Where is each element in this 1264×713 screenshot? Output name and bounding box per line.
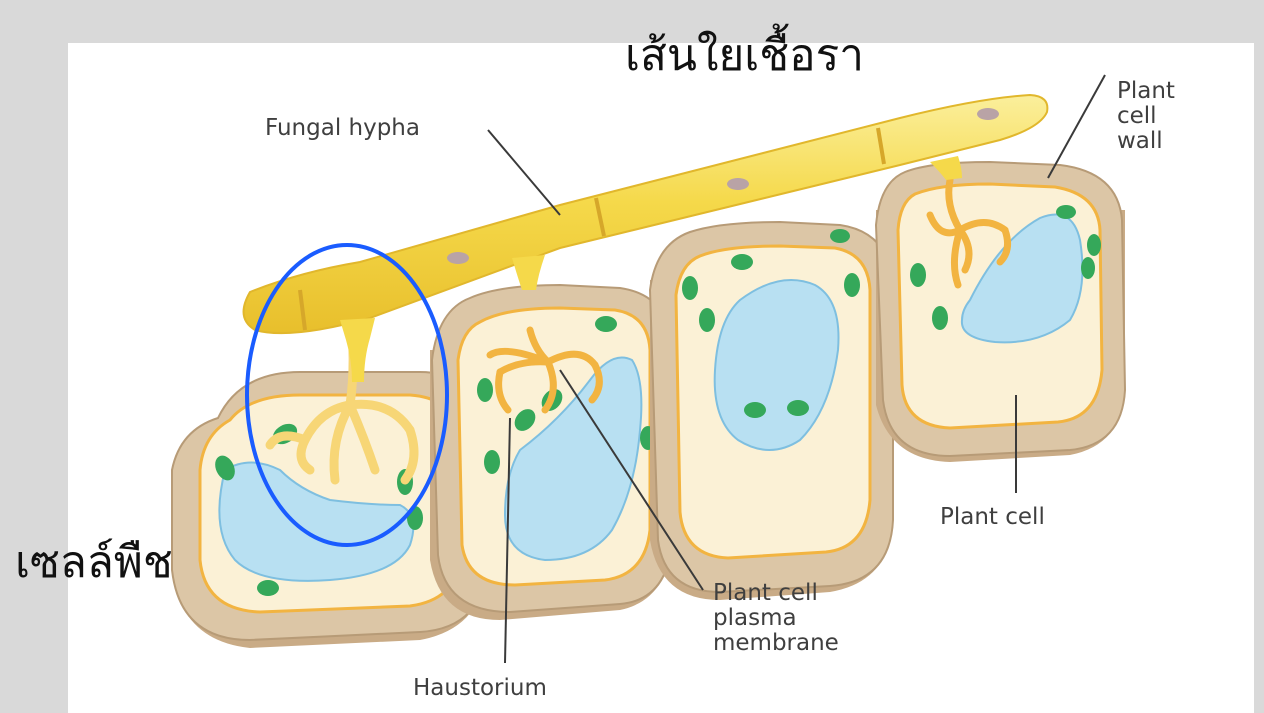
chloroplast: [1081, 257, 1095, 279]
label-line: cell: [1117, 104, 1175, 129]
chloroplast: [844, 273, 860, 297]
label-line: wall: [1117, 129, 1175, 154]
chloroplast: [830, 229, 850, 243]
chloroplast: [682, 276, 698, 300]
plant-cell-2: [430, 285, 672, 620]
plant-cell-4: [876, 162, 1125, 462]
chloroplast: [744, 402, 766, 418]
label-haustorium: Haustorium: [413, 676, 547, 701]
label-plant-cell-wall: Plant cell wall: [1117, 79, 1175, 153]
chloroplast: [1087, 234, 1101, 256]
label-line: membrane: [713, 631, 839, 656]
chloroplast: [484, 450, 500, 474]
chloroplast: [932, 306, 948, 330]
nucleus: [447, 252, 469, 264]
hypha-thai-title: เส้นใยเชื้อรา: [625, 34, 864, 78]
leader-fungal-hypha: [488, 130, 560, 215]
chloroplast: [787, 400, 809, 416]
chloroplast: [910, 263, 926, 287]
label-fungal-hypha: Fungal hypha: [265, 116, 420, 141]
plant-cell-thai-title: เซลล์พืช: [15, 541, 173, 585]
chloroplast: [257, 580, 279, 596]
nucleus: [977, 108, 999, 120]
chloroplast: [477, 378, 493, 402]
plant-cell-3: [650, 222, 893, 600]
label-line: plasma: [713, 606, 839, 631]
label-plasma-membrane: Plant cell plasma membrane: [713, 581, 839, 655]
chloroplast: [731, 254, 753, 270]
chloroplast: [595, 316, 617, 332]
chloroplast: [699, 308, 715, 332]
leader-plant-cell-wall: [1048, 75, 1105, 178]
nucleus: [727, 178, 749, 190]
chloroplast: [1056, 205, 1076, 219]
label-line: Plant: [1117, 79, 1175, 104]
label-line: Plant cell: [713, 581, 839, 606]
label-plant-cell: Plant cell: [940, 505, 1045, 530]
